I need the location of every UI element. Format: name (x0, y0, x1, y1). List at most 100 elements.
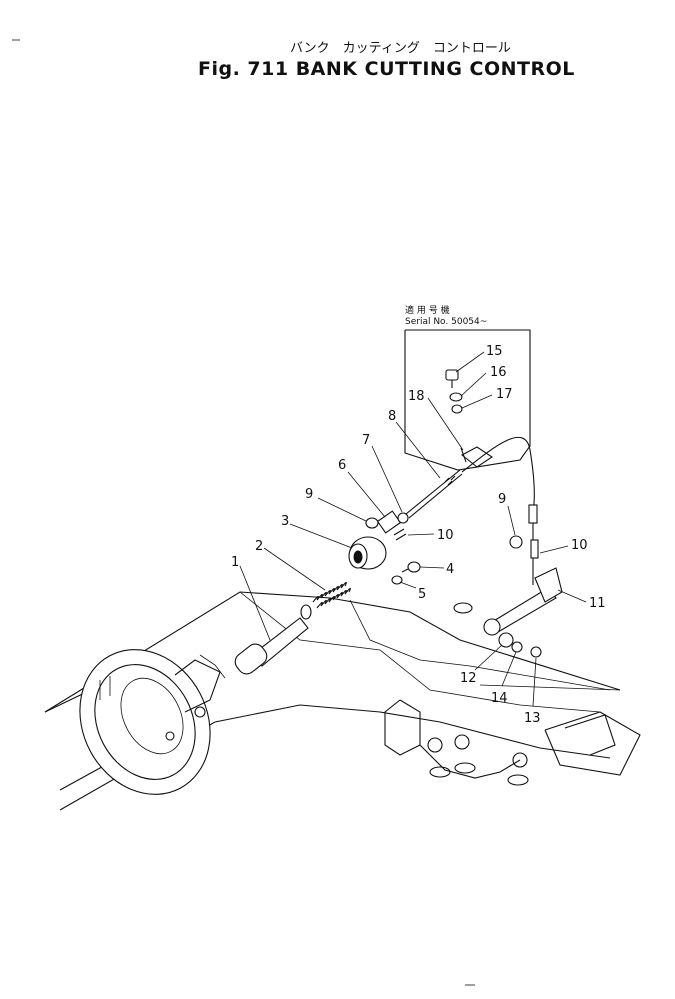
cable-sheath (461, 436, 535, 513)
callout-17: 17 (496, 387, 513, 402)
rod-end (300, 604, 312, 620)
leader-11 (557, 589, 587, 603)
collar-12 (498, 632, 514, 648)
right-plate (544, 711, 641, 776)
washer-17 (451, 404, 463, 414)
callout-18: 18 (408, 389, 425, 404)
part-7-nut (397, 512, 409, 524)
part-17-washer (451, 404, 463, 414)
leader-9-left (317, 497, 367, 522)
part-15-bolt (445, 369, 459, 388)
part-2-spring (312, 581, 351, 609)
beam-inner-ridge (239, 591, 601, 713)
washer-16 (449, 392, 463, 402)
part-8-cable-rod (405, 469, 463, 519)
part-6-clevis (376, 510, 402, 534)
leader-4 (419, 566, 445, 569)
part-4-bolt (401, 561, 421, 573)
callout-10-right: 10 (571, 538, 588, 553)
bolt-4-shank (401, 568, 409, 573)
washer-14 (511, 641, 523, 653)
part-16-washer (449, 392, 463, 402)
pin-10-left (393, 528, 407, 541)
right-edge-line (479, 684, 621, 691)
leader-12 (474, 644, 503, 671)
leader-9-right (507, 505, 516, 536)
leader-lines (239, 351, 587, 707)
part-11-lever (453, 567, 563, 636)
lug-right-hole (512, 752, 528, 768)
lug-left (384, 699, 421, 756)
washer-5 (391, 575, 403, 585)
serial-number: Serial No. 50054~ (405, 317, 487, 327)
callout-3: 3 (281, 514, 289, 529)
part-13-ring (530, 646, 542, 658)
callout-7: 7 (362, 433, 370, 448)
nut-7 (397, 512, 409, 524)
callout-1: 1 (231, 555, 239, 570)
lug-foot-3 (507, 774, 529, 786)
lug-mid-hole (454, 734, 470, 750)
pin-10-right (530, 539, 539, 559)
lug-left-hole (427, 737, 443, 753)
cable-bracket (461, 446, 493, 468)
ring-13 (530, 646, 542, 658)
clevis-body (376, 510, 402, 534)
callout-9-left: 9 (305, 487, 313, 502)
bolt-9-right-head (509, 535, 523, 549)
beam-ridge-2 (349, 599, 471, 667)
callout-14: 14 (491, 691, 508, 706)
callout-numbers: 1 2 3 4 5 6 7 8 9 10 11 12 13 14 15 16 1… (231, 344, 606, 726)
leader-8 (395, 421, 441, 479)
part-12-collar (498, 632, 514, 648)
wheel-flange-inner (94, 664, 196, 780)
part-1-control-rod (234, 604, 312, 675)
callout-13: 13 (524, 711, 541, 726)
lug-foot-1 (429, 766, 451, 778)
leader-14 (501, 651, 517, 687)
right-plate-notch (564, 714, 616, 756)
lever-boss (483, 618, 501, 636)
callout-12: 12 (460, 671, 477, 686)
spring-coil-2 (316, 587, 351, 609)
part-10-pin-left (393, 528, 407, 541)
leader-10-right (539, 545, 569, 554)
callout-11: 11 (589, 596, 606, 611)
cable-end-fitting (528, 504, 538, 524)
callout-2: 2 (255, 539, 263, 554)
spring-coil (312, 581, 347, 603)
serial-box-outline (404, 329, 531, 471)
bolt-9-left-head (365, 517, 379, 529)
cap-hole (353, 550, 363, 564)
part-9-bolt-left (365, 517, 379, 529)
rod-grip (234, 643, 268, 675)
leader-17 (461, 394, 493, 409)
callout-10-left: 10 (437, 528, 454, 543)
threaded-end (444, 475, 456, 486)
shaft-stub (453, 602, 473, 614)
leader-15 (455, 351, 485, 373)
wheel-flange-hub (120, 677, 184, 755)
control-cable (461, 436, 538, 585)
leader-10-left (407, 533, 435, 536)
callout-15: 15 (486, 344, 503, 359)
callout-6: 6 (338, 458, 346, 473)
beam-ridge-3 (469, 665, 611, 691)
lug-lower (419, 744, 521, 779)
lug-foot-2 (454, 762, 476, 774)
leader-16 (460, 372, 487, 397)
leader-7 (371, 445, 403, 513)
part-3-cap (348, 536, 387, 570)
cable-rod-line (405, 469, 461, 515)
leader-2 (263, 547, 326, 591)
flange-bolt-hole-2 (194, 706, 206, 718)
pin-18 (460, 447, 467, 463)
serial-label-japanese: 適 用 号 機 (405, 304, 450, 316)
part-14-washer (511, 641, 523, 653)
axle-housing (44, 591, 641, 811)
figure-title: Fig. 711 BANK CUTTING CONTROL (198, 58, 575, 80)
title-japanese: バンク カッティング コントロール (290, 41, 511, 56)
callout-16: 16 (490, 365, 507, 380)
bracket-lug-detail (199, 654, 226, 679)
